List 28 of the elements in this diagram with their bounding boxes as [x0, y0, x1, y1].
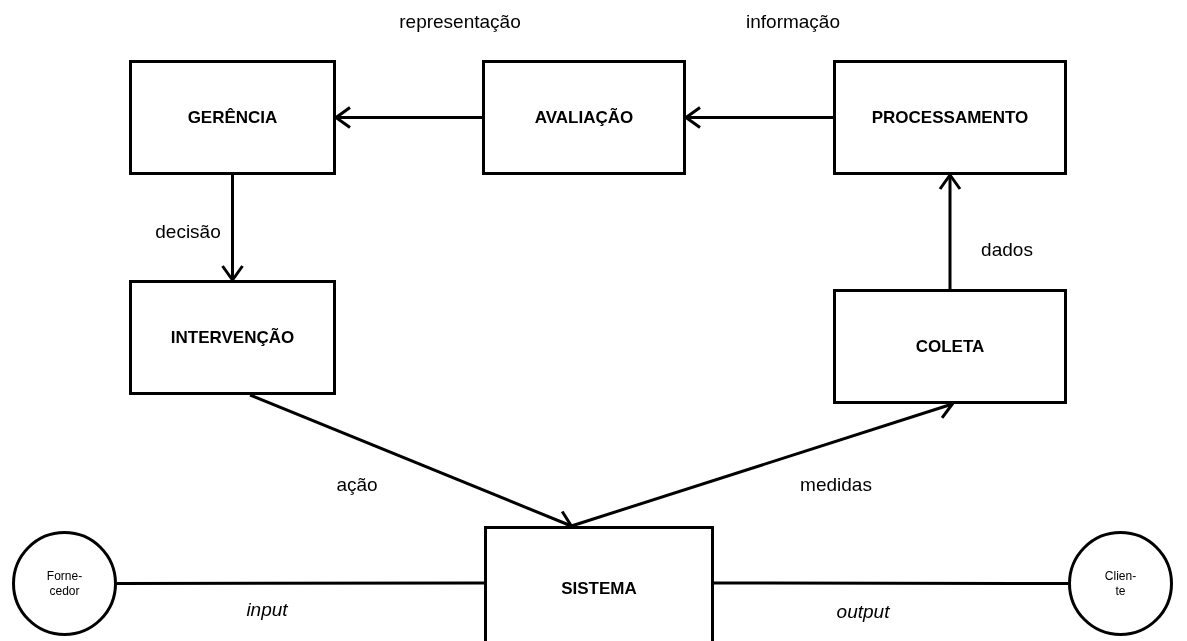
- process-box: [129, 60, 336, 175]
- process-box: [833, 289, 1067, 404]
- connector-line: [714, 581, 1068, 585]
- node-label: PROCESSAMENTO: [871, 107, 1029, 128]
- process-box: [482, 60, 686, 175]
- connector-line: [117, 581, 484, 585]
- node-label: COLETA: [915, 336, 985, 357]
- node-label: INTERVENÇÃO: [170, 327, 295, 348]
- arrow: [684, 106, 833, 129]
- node-label: SISTEMA: [561, 578, 637, 599]
- arrow: [334, 106, 482, 129]
- node-label: AVALIAÇÃO: [534, 107, 634, 128]
- edge-label: ação: [336, 474, 378, 496]
- edge-label: output: [836, 601, 890, 623]
- edge-label: representação: [399, 11, 521, 33]
- process-box: [833, 60, 1067, 175]
- edge-label: medidas: [800, 474, 872, 496]
- node-label: Clien- te: [1103, 568, 1138, 599]
- arrow: [938, 173, 962, 289]
- node-label: Forne- cedor: [45, 568, 84, 599]
- node-label: GERÊNCIA: [187, 107, 278, 128]
- arrow: [221, 175, 244, 282]
- process-box: [484, 526, 714, 641]
- edge-label: dados: [981, 239, 1033, 261]
- process-box: [129, 280, 336, 395]
- edge-label: input: [246, 599, 288, 621]
- edge-label: informação: [746, 11, 840, 33]
- edge-label: decisão: [155, 221, 221, 243]
